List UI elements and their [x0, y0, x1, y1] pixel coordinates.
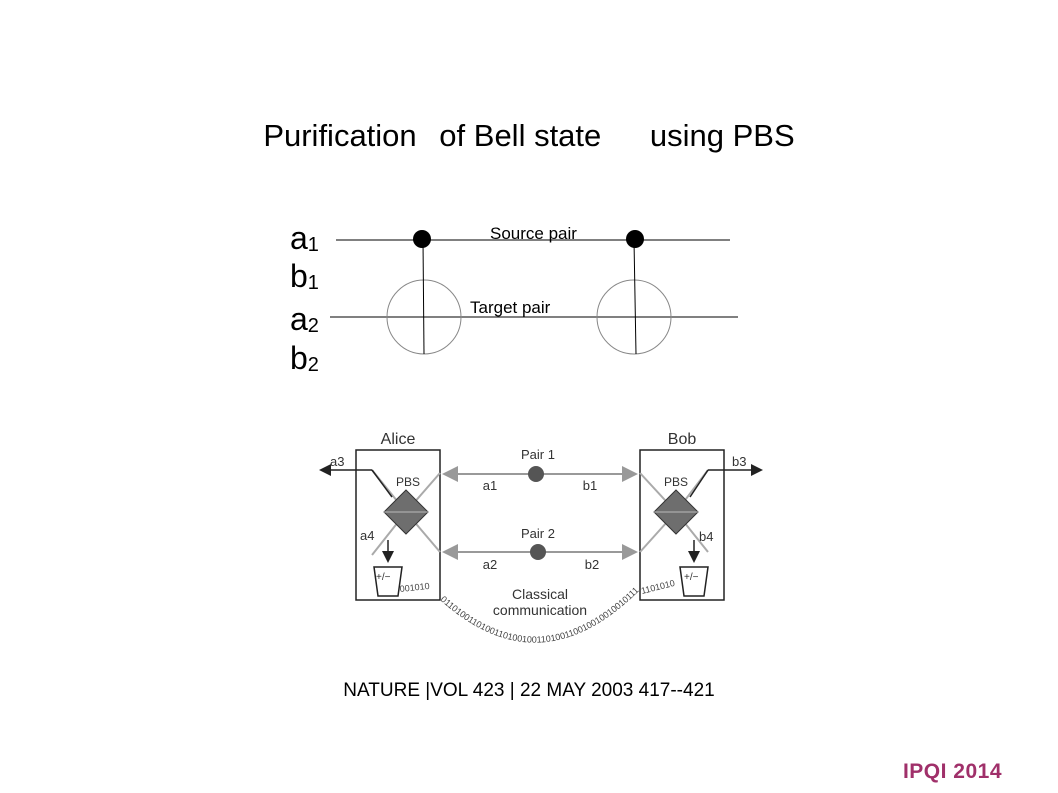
bob-pbs — [653, 489, 699, 535]
cnot-control-2 — [626, 230, 644, 248]
citation: NATURE |VOL 423 | 22 MAY 2003 417--421 — [343, 680, 715, 701]
classical-bits-left: 001010 — [399, 581, 430, 594]
alice-detector — [373, 566, 403, 597]
cnot-control-1 — [413, 230, 431, 248]
classical-bits-right: 1101010 — [640, 578, 676, 596]
cnot-connector-1 — [422, 239, 425, 355]
bob-box — [639, 449, 725, 601]
qubit-label-b1: b1 — [290, 258, 319, 294]
bob-pbs-label: PBS — [664, 475, 688, 489]
cnot-circuit — [330, 230, 738, 355]
slide-title: Purification of Bell state using PBS — [0, 118, 1058, 154]
alice-label: Alice — [381, 431, 416, 448]
alice-pbs-label: PBS — [396, 475, 420, 489]
pair2-source — [530, 544, 546, 560]
cnot-connector-2 — [633, 239, 637, 355]
pair2-label: Pair 2 — [521, 526, 555, 541]
title-part-2: of Bell state — [439, 118, 602, 153]
title-part-3: using PBS — [649, 118, 795, 153]
title-part-1: Purification — [263, 118, 417, 153]
classical-label-line2: communication — [493, 602, 587, 618]
b1-label: b1 — [583, 478, 597, 493]
bob-detector-sign: +/− — [684, 572, 699, 583]
a1-label: a1 — [483, 478, 497, 493]
a2-label: a2 — [483, 557, 497, 572]
pair1-label: Pair 1 — [521, 447, 555, 462]
b4-label: b4 — [699, 529, 713, 544]
qubit-label-a1: a1 — [290, 220, 319, 256]
qubit-label-a2: a2 — [290, 301, 319, 337]
pair1-source — [528, 466, 544, 482]
classical-label-line1: Classical — [512, 586, 568, 602]
qubit-label-b2: b2 — [290, 340, 319, 376]
cnot-target-2 — [596, 279, 672, 355]
b2-label: b2 — [585, 557, 599, 572]
footer-logo: IPQI 2014 — [902, 760, 1002, 783]
a3-label: a3 — [330, 454, 344, 469]
bob-label: Bob — [668, 431, 697, 448]
alice-box — [355, 449, 441, 601]
source-pair-label: Source pair — [490, 224, 577, 243]
a4-label: a4 — [360, 528, 374, 543]
alice-pbs — [383, 489, 429, 535]
alice-detector-sign: +/− — [376, 572, 391, 583]
b3-label: b3 — [732, 454, 746, 469]
bob-detector — [679, 566, 709, 597]
target-pair-label: Target pair — [470, 298, 551, 317]
